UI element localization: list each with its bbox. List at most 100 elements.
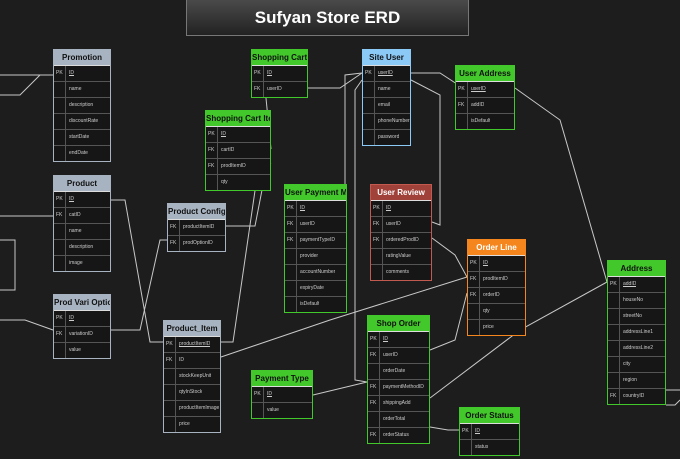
table-header: Payment Type — [252, 371, 312, 387]
field-name: startDate — [69, 134, 90, 140]
key-label — [164, 417, 176, 432]
key-label — [54, 130, 66, 145]
field-name: productItemImage — [179, 405, 220, 411]
key-label — [460, 440, 472, 455]
field-name: isDefault — [471, 118, 491, 124]
table-row: region — [608, 373, 665, 389]
key-label: FK — [368, 348, 380, 363]
relation-line — [0, 239, 16, 291]
key-label: PK — [54, 66, 66, 81]
key-label — [608, 341, 620, 356]
relation-line — [344, 72, 363, 226]
field-name: countryID — [623, 393, 645, 399]
table-row: name — [363, 82, 410, 98]
key-label — [54, 98, 66, 113]
key-label — [285, 265, 297, 280]
relation-line — [410, 79, 441, 226]
key-label — [54, 146, 66, 161]
relation-line — [514, 87, 608, 283]
table-row: status — [460, 440, 519, 455]
field-name: userID — [471, 86, 486, 92]
table-row: qtyInStock — [164, 385, 220, 401]
key-label — [54, 114, 66, 129]
key-label — [54, 224, 66, 239]
field-name: ratingValue — [386, 253, 411, 259]
key-label — [363, 130, 375, 145]
field-name: qty — [483, 308, 490, 314]
field-name: qty — [221, 179, 228, 185]
table-prod-vari-option[interactable]: Prod Vari OptionPKIDFKvariationIDvalue — [53, 294, 111, 359]
table-header: Shopping Cart — [252, 50, 307, 66]
field-name: name — [69, 86, 82, 92]
relation-line — [429, 426, 459, 431]
key-label — [54, 240, 66, 255]
key-label — [368, 412, 380, 427]
field-name: addressLine2 — [623, 345, 654, 351]
field-name: region — [623, 377, 637, 383]
key-label: PK — [54, 311, 66, 326]
table-user-payment-method[interactable]: User Payment MethodPKIDFKuserIDFKpayment… — [284, 184, 347, 313]
table-row: price — [468, 320, 525, 335]
key-label: FK — [164, 353, 176, 368]
field-name: prodItemID — [483, 276, 508, 282]
table-header: Product_Item — [164, 321, 220, 337]
relation-line — [411, 72, 461, 87]
field-name: prodOptionID — [183, 240, 213, 246]
relation-line — [111, 239, 167, 331]
field-name: ID — [221, 131, 226, 137]
field-name: userID — [300, 221, 315, 227]
field-name: price — [179, 421, 190, 427]
table-row: stockKeepUnit — [164, 369, 220, 385]
field-name: discountRate — [69, 118, 99, 124]
table-header: Product Configuration — [168, 204, 225, 220]
field-name: ID — [267, 70, 272, 76]
key-label: FK — [206, 143, 218, 158]
table-row: value — [54, 343, 110, 358]
table-row: qty — [468, 304, 525, 320]
field-name: userID — [386, 221, 401, 227]
field-name: value — [267, 407, 279, 413]
table-row: startDate — [54, 130, 110, 146]
table-shopping-cart-item[interactable]: Shopping Cart ItemPKIDFKcartIDFKprodItem… — [205, 110, 271, 191]
field-name: streetNo — [623, 313, 642, 319]
key-label: PK — [468, 256, 480, 271]
table-header: Promotion — [54, 50, 110, 66]
table-row: discountRate — [54, 114, 110, 130]
table-row: name — [54, 224, 110, 240]
table-header: User Review — [371, 185, 431, 201]
field-name: shippingAdd — [383, 400, 411, 406]
key-label: PK — [363, 66, 375, 81]
table-header: Site User — [363, 50, 410, 66]
field-name: orderStatus — [383, 432, 409, 438]
table-row: streetNo — [608, 309, 665, 325]
diagram-title: Sufyan Store ERD — [186, 0, 469, 36]
field-name: productItemID — [179, 341, 211, 347]
key-label — [164, 385, 176, 400]
field-name: accountNumber — [300, 269, 336, 275]
field-name: ID — [179, 357, 184, 363]
key-label — [368, 364, 380, 379]
table-product-configuration[interactable]: Product ConfigurationFKproductItemIDFKpr… — [167, 203, 226, 252]
table-row: endDate — [54, 146, 110, 161]
field-name: provider — [300, 253, 319, 259]
